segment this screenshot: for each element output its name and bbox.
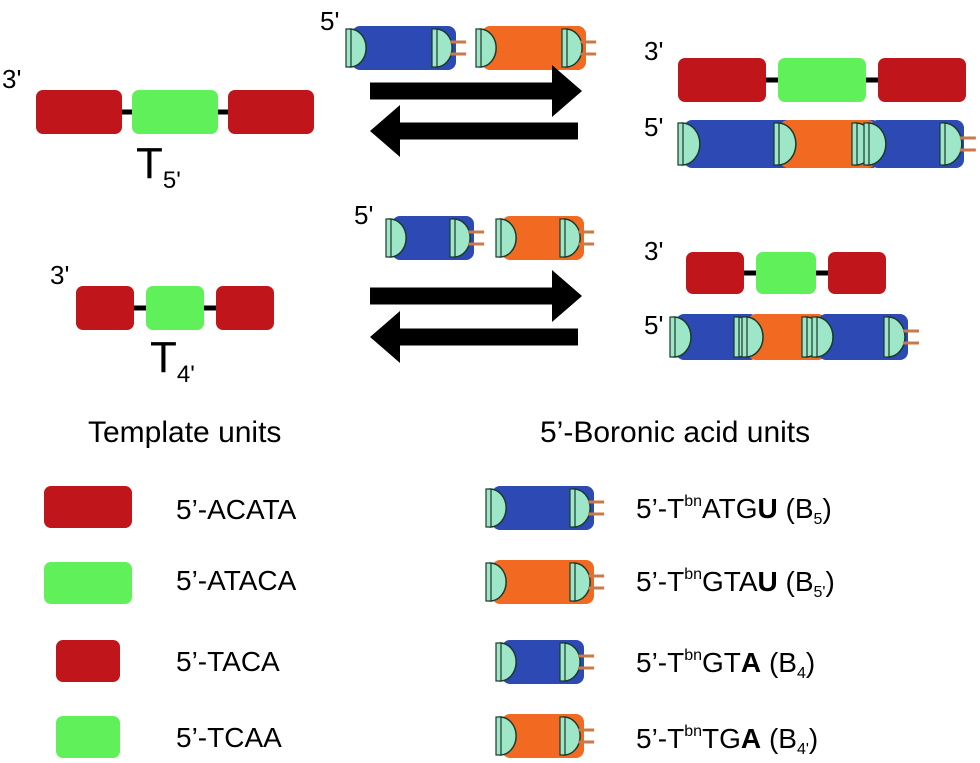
template-unit-label-3: 5’-TACA (176, 646, 280, 677)
top-template-3prime-label: 3' (2, 64, 22, 94)
top-reverse-arrow (370, 105, 578, 157)
bottom-product-unit-3 (811, 314, 919, 360)
bottom-template-label: T4' (150, 333, 195, 388)
legend-unit-b4prime (495, 714, 595, 758)
bottom-template-block-1 (76, 286, 134, 330)
bottom-unit-blue (385, 216, 485, 260)
top-product-template-block-3 (878, 58, 966, 102)
top-product-3prime-label: 3' (644, 36, 664, 66)
top-template-block-3 (228, 90, 314, 134)
template-unit-label-4: 5’-TCAA (176, 722, 282, 753)
bottom-product-template-block-3 (828, 252, 886, 294)
top-forward-arrow (370, 65, 582, 117)
top-product-unit-3 (863, 120, 976, 168)
bottom-product-3prime-label: 3' (644, 236, 664, 266)
top-product-template-block-1 (678, 58, 766, 102)
bottom-template-3prime-label: 3' (50, 260, 70, 290)
legend-swatch-taca (56, 640, 120, 682)
top-unit-orange (475, 26, 597, 70)
boronic-unit-label-1: 5’-TbnATGU (B5) (636, 493, 832, 528)
top-product-template-block-2 (778, 58, 866, 102)
legend-swatch-acata (44, 486, 132, 528)
top-product-5prime-label: 5' (644, 112, 664, 142)
template-units-heading: Template units (88, 416, 282, 449)
bottom-product-5prime-label: 5' (644, 310, 664, 340)
bottom-unit-orange (495, 216, 595, 260)
top-template-block-1 (36, 90, 122, 134)
boronic-unit-label-2: 5’-TbnGTAU (B5') (636, 566, 835, 601)
bottom-forward-arrow (370, 270, 582, 322)
bottom-template-block-3 (216, 286, 274, 330)
legend-unit-b4 (495, 640, 595, 684)
bottom-reverse-arrow (370, 311, 578, 363)
bottom-product-template-block-1 (686, 252, 744, 294)
legend-swatch-ataca (44, 562, 132, 604)
legend-unit-b5prime (485, 560, 605, 604)
top-unit-blue (345, 26, 467, 70)
bottom-product-template-block-2 (756, 252, 816, 294)
top-template-label: T5' (136, 139, 181, 194)
boronic-unit-label-4: 5’-TbnTGA (B4') (636, 723, 819, 758)
top-template-block-2 (132, 90, 218, 134)
legend-swatch-tcaa (56, 716, 120, 758)
template-unit-label-2: 5’-ATACA (176, 565, 297, 596)
bottom-template-block-2 (146, 286, 204, 330)
top-units-5prime-label: 5' (320, 6, 340, 36)
template-unit-label-1: 5’-ACATA (176, 494, 297, 525)
legend-unit-b5 (485, 486, 605, 530)
bottom-units-5prime-label: 5' (354, 200, 374, 230)
boronic-units-heading: 5’-Boronic acid units (540, 416, 811, 449)
boronic-unit-label-3: 5’-TbnGTA (B4) (636, 647, 816, 682)
